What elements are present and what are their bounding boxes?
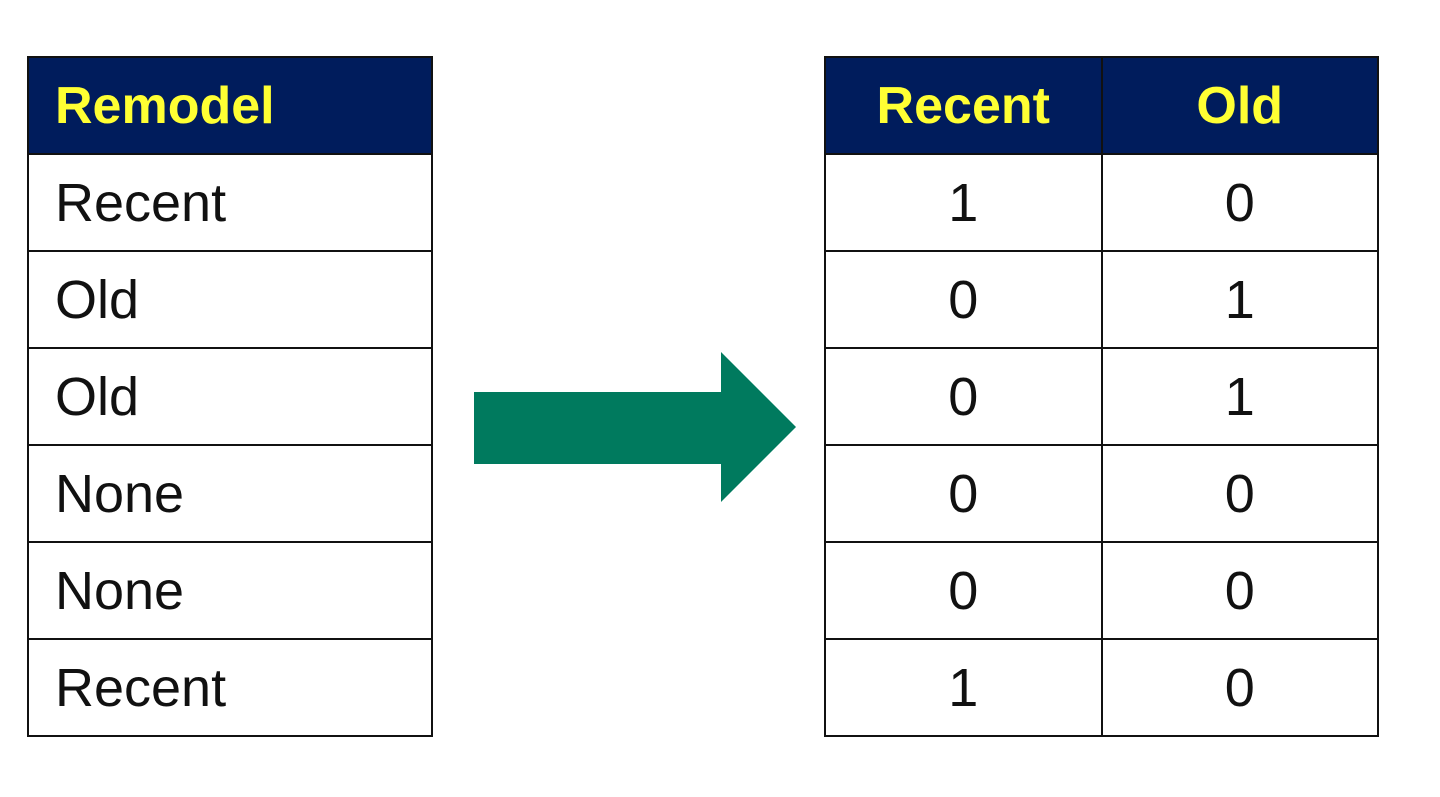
remodel-header: Remodel: [27, 56, 433, 155]
recent-cell: 0: [824, 541, 1103, 640]
table-row: 1 0: [824, 153, 1379, 252]
right-arrow-icon: [474, 352, 796, 502]
recent-cell: 0: [824, 444, 1103, 543]
old-cell: 1: [1100, 250, 1379, 349]
recent-cell: 1: [824, 638, 1103, 737]
remodel-cell: None: [27, 541, 433, 640]
recent-cell: 0: [824, 347, 1103, 446]
remodel-cell: Old: [27, 347, 433, 446]
table-row: 1 0: [824, 638, 1379, 737]
old-cell: 0: [1100, 444, 1379, 543]
table-row: Recent: [27, 153, 433, 252]
table-row: None: [27, 444, 433, 543]
old-cell: 0: [1100, 541, 1379, 640]
remodel-header-row: Remodel: [27, 56, 433, 155]
remodel-table: Remodel Recent Old Old None None Recent: [27, 56, 433, 737]
recent-cell: 1: [824, 153, 1103, 252]
old-cell: 0: [1100, 638, 1379, 737]
remodel-cell: Recent: [27, 153, 433, 252]
recent-cell: 0: [824, 250, 1103, 349]
table-row: Recent: [27, 638, 433, 737]
table-row: 0 1: [824, 250, 1379, 349]
table-row: None: [27, 541, 433, 640]
old-cell: 0: [1100, 153, 1379, 252]
old-cell: 1: [1100, 347, 1379, 446]
table-row: 0 0: [824, 444, 1379, 543]
recent-column-header: Recent: [824, 56, 1103, 155]
table-row: Old: [27, 250, 433, 349]
table-row: 0 1: [824, 347, 1379, 446]
table-row: Old: [27, 347, 433, 446]
arrow-shape: [474, 352, 796, 502]
remodel-cell: Recent: [27, 638, 433, 737]
remodel-cell: Old: [27, 250, 433, 349]
remodel-cell: None: [27, 444, 433, 543]
one-hot-header-row: Recent Old: [824, 56, 1379, 155]
one-hot-table: Recent Old 1 0 0 1 0 1 0 0 0 0 1 0: [824, 56, 1379, 737]
old-column-header: Old: [1100, 56, 1379, 155]
table-row: 0 0: [824, 541, 1379, 640]
